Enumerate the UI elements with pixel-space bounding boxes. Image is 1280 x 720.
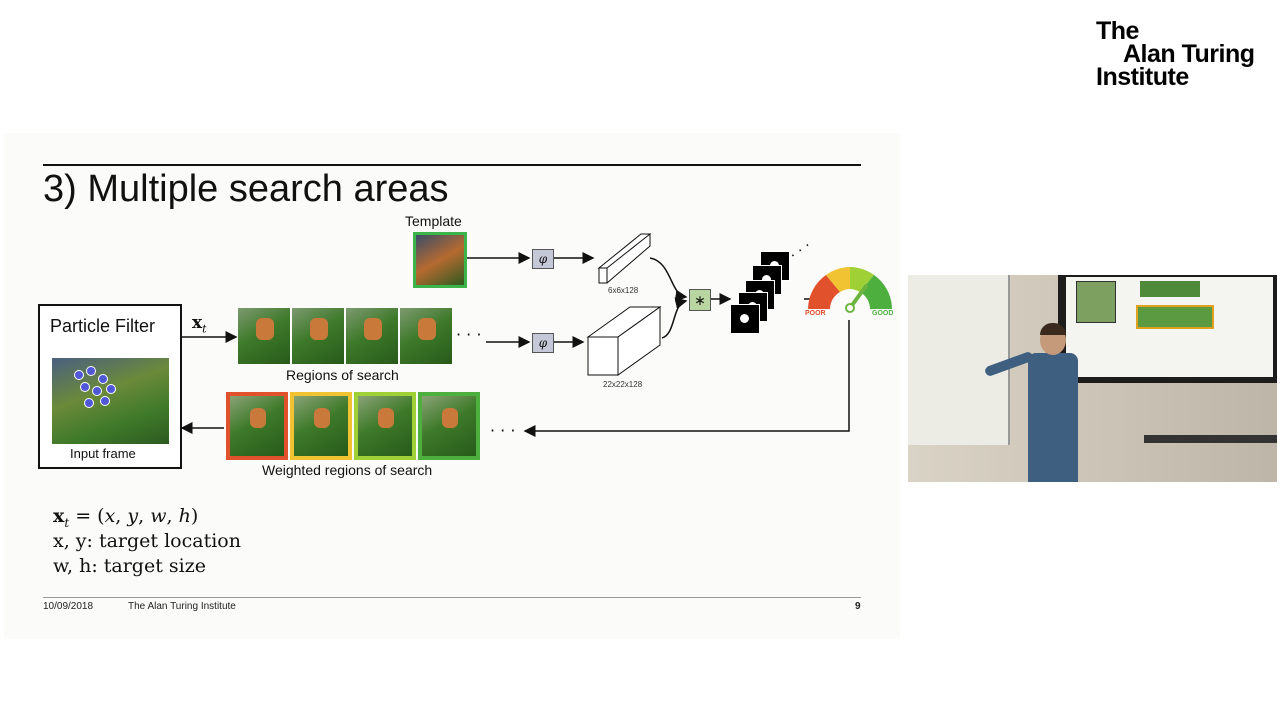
region-thumbnail — [238, 308, 290, 364]
logo-line-1: The — [1096, 17, 1139, 45]
phi-network-top: φ — [532, 249, 554, 269]
gauge-poor-label: POOR — [805, 310, 826, 317]
particle-dot — [86, 366, 96, 376]
weighted-label: Weighted regions of search — [262, 462, 433, 478]
template-label: Template — [405, 213, 462, 229]
slide-bottom-rule — [43, 597, 861, 598]
template-image — [413, 232, 467, 288]
formula-size: w, h: target size — [53, 555, 206, 577]
slide-top-rule — [43, 164, 861, 166]
particle-dot — [74, 370, 84, 380]
slide-title: 3) Multiple search areas — [43, 168, 449, 210]
footer-org: The Alan Turing Institute — [128, 601, 236, 612]
input-frame-image — [52, 358, 169, 444]
presenter — [983, 323, 1086, 482]
region-thumbnail — [400, 308, 452, 364]
state-variable: xt — [192, 313, 207, 336]
footer-date: 10/09/2018 — [43, 601, 94, 612]
particle-filter-box: Particle Filter Input frame — [38, 304, 182, 469]
logo-line-2: Alan Turing — [1123, 40, 1255, 68]
particle-filter-label: Particle Filter — [50, 316, 156, 336]
formula-state: xt = (x, y, w, h) — [53, 505, 199, 530]
weighted-region-thumbnail — [418, 392, 480, 460]
region-thumbnail — [346, 308, 398, 364]
formula-location: x, y: target location — [53, 530, 241, 552]
correlation-op: ∗ — [689, 289, 711, 311]
weighted-region-thumbnail — [226, 392, 288, 460]
particle-dot — [80, 382, 90, 392]
input-frame-label: Input frame — [70, 446, 136, 461]
particle-dot — [92, 386, 102, 396]
alan-turing-logo: The Alan Turing Institute — [1096, 17, 1255, 91]
score-map — [730, 304, 760, 334]
table — [1144, 435, 1277, 443]
region-thumbnail — [292, 308, 344, 364]
weighted-region-thumbnail — [290, 392, 352, 460]
feature-small-dims: 6x6x128 — [608, 286, 639, 295]
particle-dot — [106, 384, 116, 394]
particle-dot — [98, 374, 108, 384]
page-number: 9 — [855, 601, 861, 612]
regions-label: Regions of search — [286, 367, 399, 383]
gauge-good-label: GOOD — [872, 310, 894, 317]
phi-network-bottom: φ — [532, 333, 554, 353]
presentation-screen — [1058, 275, 1277, 383]
particle-dot — [100, 396, 110, 406]
feature-large-dims: 22x22x128 — [603, 380, 643, 389]
presenter-video — [908, 275, 1277, 482]
weighted-region-thumbnail — [354, 392, 416, 460]
whiteboard — [908, 275, 1010, 445]
logo-line-3: Institute — [1096, 63, 1189, 91]
particle-dot — [84, 398, 94, 408]
